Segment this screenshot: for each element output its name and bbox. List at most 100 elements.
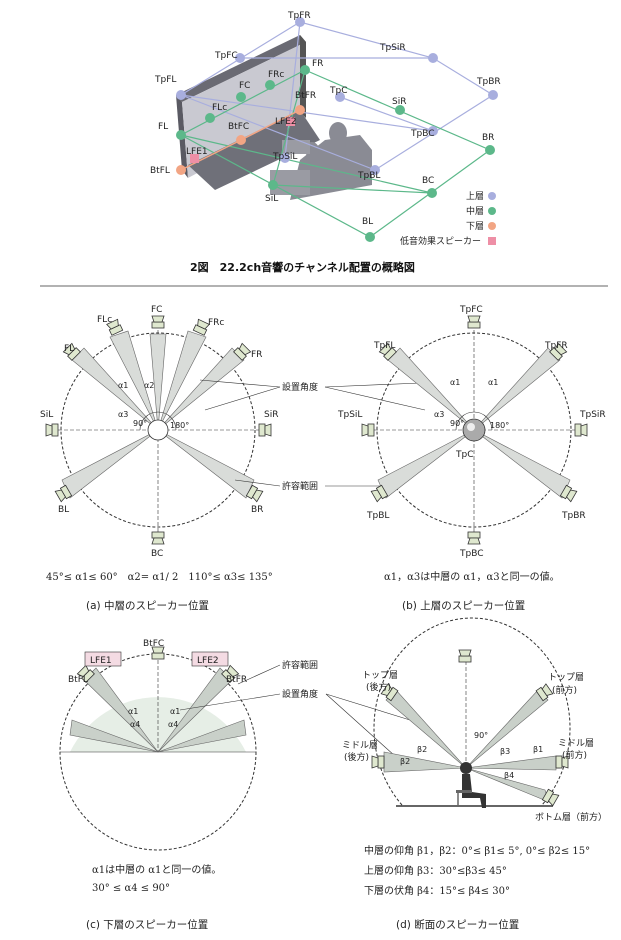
c-caption: (c) 下層のスピーカー位置 [86, 918, 208, 931]
c-alpha1-left: α1 [128, 707, 138, 716]
legend-lower: 下層 [466, 221, 484, 232]
lfe1-box [84, 651, 122, 667]
label-SiL: SiL [265, 194, 278, 204]
label-BtFR: BtFR [295, 91, 316, 101]
d-90: 90° [474, 731, 488, 740]
upper-nodes [176, 17, 498, 175]
a-90: 90° [133, 419, 147, 428]
speaker-SiR [258, 423, 272, 437]
label-FL: FL [158, 122, 168, 132]
c-callout-allow: 許容範囲 [282, 659, 318, 671]
lfe-nodes [190, 117, 295, 163]
d-beta2-upper: β2 [417, 745, 427, 754]
d-note2: 上層の仰角 β3：30°≤β3≤ 45° [364, 865, 507, 877]
label-FRc: FRc [268, 70, 284, 80]
b-label-TpBL: TpBL [366, 511, 389, 521]
speaker-TpFC [467, 315, 481, 329]
c-alpha4-right: α4 [168, 720, 178, 729]
b-90: 90° [450, 419, 464, 428]
speaker-TpSiR [574, 423, 588, 437]
speaker-SiL [45, 423, 59, 437]
panel-d-section: トップ層 (後方) トップ層 (前方) ミドル層 (後方) ミドル層 (前方) … [342, 617, 607, 931]
label-LFE2: LFE2 [275, 117, 297, 127]
d-mid-front2: (前方) [562, 749, 587, 761]
b-alpha1-right: α1 [488, 378, 498, 387]
b-label-TpSiR: TpSiR [579, 410, 606, 420]
a-label-BL: BL [58, 505, 69, 515]
label-TpBC: TpBC [410, 129, 435, 139]
b-label-TpBC: TpBC [459, 549, 484, 559]
d-mid-back: ミドル層 [342, 740, 378, 751]
audience [270, 122, 372, 200]
label-TpSiL: TpSiL [272, 152, 297, 162]
a-alpha2: α2 [144, 381, 154, 390]
a-alpha3: α3 [118, 410, 128, 419]
c-note1: α1は中層の α1と同一の値。 [92, 863, 221, 876]
c-label-LFE2: LFE2 [197, 656, 219, 666]
a-label-SiL: SiL [40, 410, 53, 420]
stage [188, 110, 320, 190]
d-beta4: β4 [504, 771, 514, 780]
legend-upper: 上層 [466, 191, 484, 202]
panel-a-wedges [61, 330, 255, 499]
callouts-cd: 許容範囲 設置角度 [179, 659, 411, 757]
panel-a-middle-layer: FC FLc FRc FL FR SiL SiR BL BR BC α1 α2 … [40, 305, 278, 612]
b-label-TpC: TpC [455, 450, 474, 460]
d-beta2-lower: β2 [400, 757, 410, 766]
speaker-BC [151, 531, 165, 545]
figure-title: 2図 22.2ch音響のチャンネル配置の概略図 [190, 260, 415, 274]
label-BL: BL [362, 217, 373, 227]
callout-install: 設置角度 [282, 381, 318, 393]
d-beta3: β3 [500, 747, 510, 756]
a-label-FC: FC [151, 305, 162, 315]
c-alpha1-right: α1 [170, 707, 180, 716]
panel-b-wedges [377, 347, 571, 499]
label-TpBL: TpBL [357, 171, 380, 181]
speaker-TpSiL [361, 423, 375, 437]
label-FLc: FLc [212, 103, 227, 113]
label-SiR: SiR [392, 97, 406, 107]
speaker-FC [151, 315, 165, 329]
d-top-front: トップ層 [548, 672, 584, 683]
c-label-BtFL: BtFL [68, 675, 88, 685]
panel-c-wedges [69, 667, 247, 753]
a-caption: (a) 中層のスピーカー位置 [86, 599, 209, 612]
a-label-FRc: FRc [208, 318, 224, 328]
label-TpFL: TpFL [154, 75, 176, 85]
panel-c-lower-layer: LFE1 LFE2 BtFC BtFL BtFR α1 α1 α4 α4 α1は… [59, 639, 257, 931]
lfe2-box [191, 651, 229, 667]
label-BtFL: BtFL [150, 166, 170, 176]
a-label-FL: FL [64, 344, 74, 354]
b-formula: α1，α3は中層の α1，α3と同一の値。 [384, 570, 560, 583]
label-LFE1: LFE1 [186, 147, 208, 157]
callouts-ab: 設置角度 許容範囲 [199, 379, 426, 492]
label-TpC: TpC [329, 86, 348, 96]
b-caption: (b) 上層のスピーカー位置 [402, 599, 525, 612]
room-3d-diagram: TpFR TpFC TpFL TpSiR TpBR FR FRc FC FLc … [150, 11, 501, 247]
c-callout-install: 設置角度 [282, 688, 318, 700]
a-label-SiR: SiR [264, 410, 278, 420]
a-formula: 45°≤ α1≤ 60° α2= α1/ 2 110°≤ α3≤ 135° [46, 572, 273, 583]
b-label-TpFL: TpFL [373, 341, 395, 351]
d-top-back: トップ層 [362, 670, 398, 681]
callout-allow: 許容範囲 [282, 480, 318, 492]
label-TpFR: TpFR [287, 11, 311, 21]
label-BtFC: BtFC [228, 122, 249, 132]
d-top-back2: (後方) [366, 681, 391, 693]
screen-top [176, 35, 306, 102]
b-alpha3: α3 [434, 410, 444, 419]
a-label-FR: FR [251, 350, 262, 360]
label-TpSiR: TpSiR [379, 43, 406, 53]
speaker-FRc [192, 318, 210, 336]
c-label-BtFR: BtFR [226, 675, 247, 685]
legend: 上層 中層 下層 低音効果スピーカー [400, 191, 496, 247]
a-label-FLc: FLc [97, 315, 112, 325]
panel-d-wedges [383, 689, 557, 803]
label-BR: BR [482, 133, 494, 143]
b-label-TpFR: TpFR [544, 341, 568, 351]
screen-face [182, 42, 306, 178]
d-bottom-front: ボトム層（前方） [535, 811, 607, 823]
label-FC: FC [239, 81, 250, 91]
legend-middle: 中層 [466, 205, 484, 217]
